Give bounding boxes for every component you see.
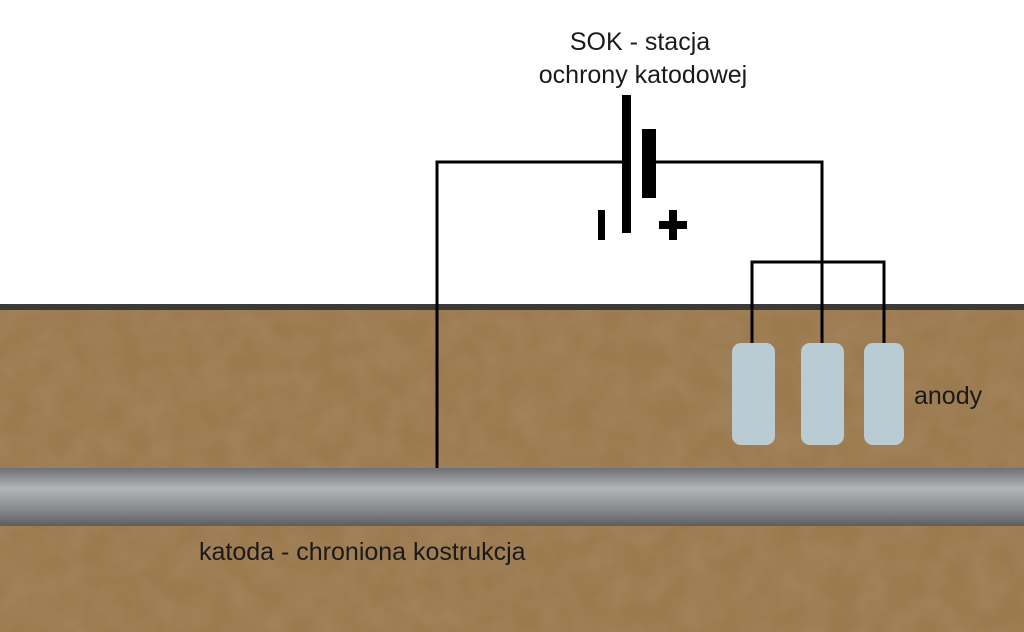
anodes-label: anody (914, 382, 983, 410)
wiring (435, 160, 886, 468)
ground-surface-line (0, 304, 1024, 310)
wire-cathode (435, 160, 626, 468)
station-title-line2: ochrony katodowej (539, 61, 747, 89)
plus-sign-horizontal (659, 221, 687, 229)
minus-sign (598, 210, 605, 240)
battery-short-plate (642, 129, 656, 198)
cathode-label: katoda - chroniona kostrukcja (199, 538, 526, 566)
anode-3 (864, 343, 904, 445)
anode-2 (801, 343, 844, 445)
wire-anode-branch (750, 260, 886, 348)
wire-anode-main (651, 160, 824, 348)
station-title-line1: SOK - stacja (570, 28, 710, 56)
pipe-cathode (0, 468, 1024, 526)
anode-1 (732, 343, 775, 445)
battery-long-plate (622, 95, 631, 233)
